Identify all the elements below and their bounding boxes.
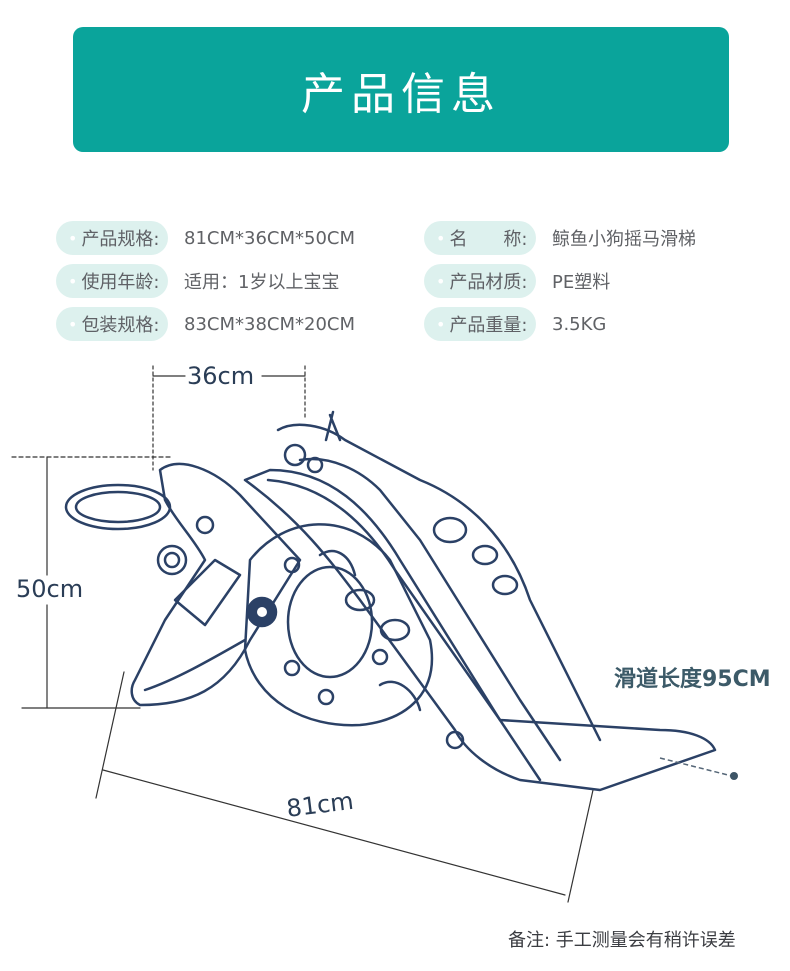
spec-row-name: •名 称: 鲸鱼小狗摇马滑梯 xyxy=(424,221,696,255)
spec-row-weight: •产品重量: 3.5KG xyxy=(424,307,606,341)
spec-value: 鲸鱼小狗摇马滑梯 xyxy=(552,229,696,250)
spec-label: •产品重量: xyxy=(424,307,536,341)
product-diagram xyxy=(11,365,738,903)
spec-value: PE塑料 xyxy=(552,272,611,293)
header-banner: 产品信息 xyxy=(73,27,729,152)
spec-label: •名 称: xyxy=(424,221,536,255)
spec-label: •使用年龄: xyxy=(56,264,168,298)
spec-row-package: •包装规格: 83CM*38CM*20CM xyxy=(56,307,355,341)
spec-label: •产品规格: xyxy=(56,221,168,255)
spec-value: 83CM*38CM*20CM xyxy=(184,313,356,335)
spec-value: 适用：1岁以上宝宝 xyxy=(184,272,340,293)
width-dimension-label: 36cm xyxy=(187,362,255,390)
spec-row-age: •使用年龄: 适用：1岁以上宝宝 xyxy=(56,264,339,298)
spec-value: 81CM*36CM*50CM xyxy=(184,227,356,249)
slide-length-label: 滑道长度95CM xyxy=(614,667,771,692)
spec-row-size: •产品规格: 81CM*36CM*50CM xyxy=(56,221,355,255)
measurement-note: 备注: 手工测量会有稍许误差 xyxy=(508,930,736,951)
spec-label: •产品材质: xyxy=(424,264,536,298)
spec-value: 3.5KG xyxy=(552,313,607,335)
height-dimension-label: 50cm xyxy=(16,575,84,603)
spec-label: •包装规格: xyxy=(56,307,168,341)
page-title: 产品信息 xyxy=(301,68,501,120)
spec-row-material: •产品材质: PE塑料 xyxy=(424,264,610,298)
